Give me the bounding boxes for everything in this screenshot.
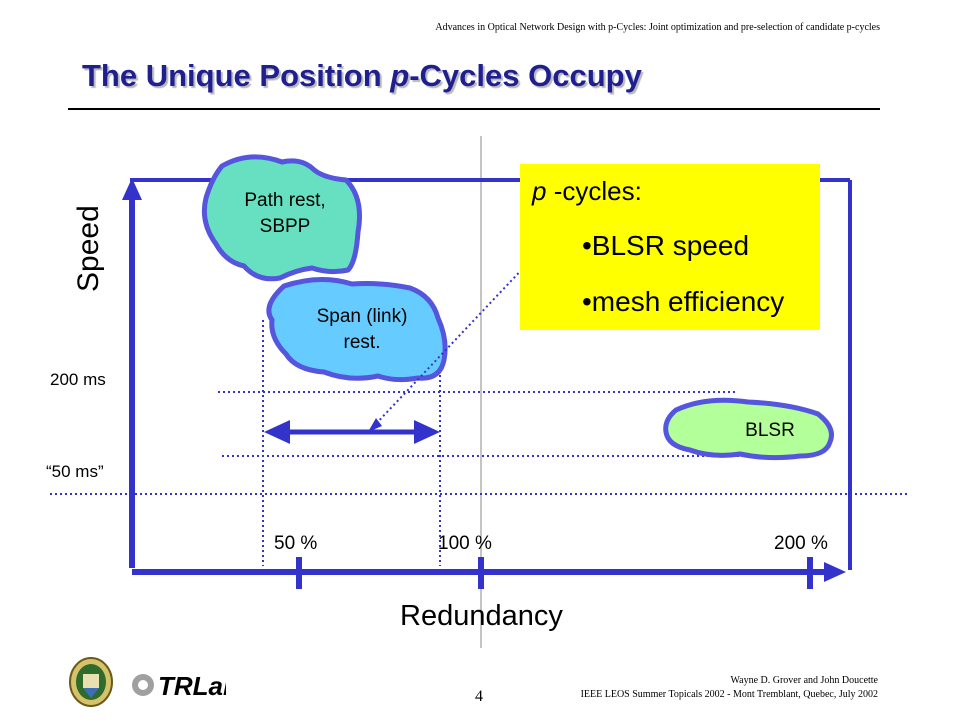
span-rest-label: Span (link) rest. — [290, 304, 434, 356]
callout-heading-p: p — [532, 176, 547, 206]
footer-venue: IEEE LEOS Summer Topicals 2002 - Mont Tr… — [580, 689, 878, 700]
trlabs-logo-text: TRLabs — [158, 671, 226, 700]
callout-pointer-head — [368, 418, 382, 432]
speed-tick-200ms: 200 ms — [50, 370, 106, 389]
page-number: 4 — [475, 688, 483, 705]
span-rest-line2: rest. — [343, 332, 381, 353]
header-caption: Advances in Optical Network Design with … — [435, 22, 880, 33]
span-range-arrowhead-right — [414, 420, 440, 444]
x-tick-100 — [478, 557, 484, 589]
x-tick-200 — [807, 557, 813, 589]
path-rest-line2: SBPP — [259, 216, 311, 237]
p-cycles-callout: p -cycles: •BLSR speed •mesh efficiency — [520, 164, 820, 330]
x-axis-arrowhead — [824, 562, 846, 582]
speed-tick-50ms: “50 ms” — [46, 462, 104, 481]
title-prefix: The Unique Position — [82, 58, 391, 93]
callout-pointer — [371, 243, 547, 429]
title-suffix: -Cycles Occupy — [409, 58, 642, 93]
span-rest-line1: Span (link) — [316, 306, 408, 327]
callout-bullet-efficiency: •mesh efficiency — [582, 286, 785, 317]
blsr-region — [663, 397, 834, 461]
span-range-arrowhead-left — [264, 420, 290, 444]
callout-heading: p -cycles: — [532, 176, 642, 207]
path-rest-region — [201, 154, 362, 282]
title-rule — [68, 108, 880, 110]
x-tick-50 — [296, 557, 302, 589]
university-seal-logo — [69, 657, 113, 707]
path-rest-label: Path rest, SBPP — [220, 188, 350, 240]
x-axis-label: Redundancy — [400, 600, 563, 632]
trlabs-logo: TRLabs — [132, 671, 226, 700]
title-italic-p: p — [390, 58, 410, 93]
footer-credits: Wayne D. Grover and John Doucette IEEE L… — [581, 674, 878, 702]
path-rest-line1: Path rest, — [244, 190, 326, 211]
y-axis-arrowhead — [122, 178, 142, 200]
redundancy-tick-50: 50 % — [274, 533, 318, 554]
blsr-label: BLSR — [745, 420, 795, 441]
footer-authors: Wayne D. Grover and John Doucette — [730, 675, 878, 686]
callout-heading-rest: -cycles: — [546, 176, 642, 206]
slide-title: The Unique Position p-Cycles Occupy — [82, 58, 642, 94]
redundancy-tick-200: 200 % — [774, 533, 828, 554]
callout-bullet-speed: •BLSR speed — [582, 230, 750, 261]
y-axis-label: Speed — [72, 205, 105, 292]
redundancy-tick-100: 100 % — [438, 533, 492, 554]
